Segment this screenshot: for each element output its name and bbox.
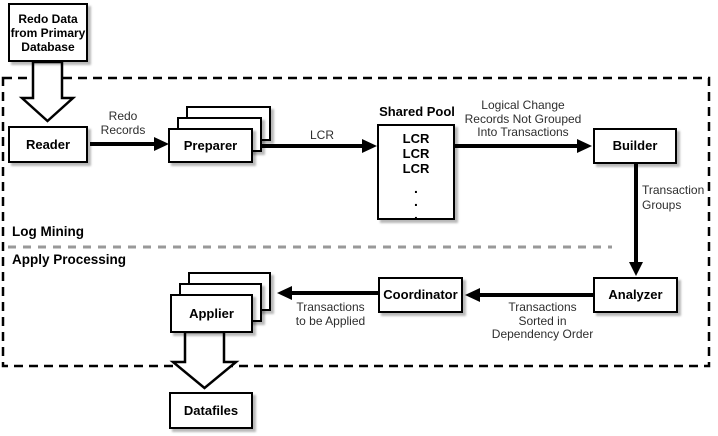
ellipsis-dot: . (414, 206, 418, 222)
lcr-item: LCR (402, 146, 430, 161)
log-mining-section-label: Log Mining (12, 224, 84, 239)
redo-data-flow-hollow-arrow (18, 60, 77, 123)
edge-label-redo-records: Redo Records (100, 109, 146, 137)
ellipsis-dot: . (414, 180, 418, 196)
arrow-analyzer-to-coordinator (465, 288, 593, 302)
arrow-coordinator-to-applier (277, 286, 378, 300)
edge-label-sorted: Transactions Sorted in Dependency Order (491, 300, 594, 341)
arrow-preparer-to-shared-pool (252, 139, 377, 153)
reader-node: Reader (8, 126, 88, 163)
coordinator-node: Coordinator (378, 277, 463, 313)
lcr-item: LCR (402, 131, 430, 146)
preparer-node: Preparer (168, 128, 253, 163)
builder-node: Builder (593, 128, 677, 164)
arrow-builder-to-analyzer (629, 163, 643, 276)
datafiles-node: Datafiles (169, 392, 253, 429)
edge-label-lcr: LCR (309, 128, 334, 142)
analyzer-node: Analyzer (593, 277, 678, 313)
lcr-item: LCR (402, 161, 430, 176)
apply-processing-section-label: Apply Processing (12, 252, 127, 267)
applier-node: Applier (170, 294, 253, 333)
applier-to-datafiles-hollow-arrow (169, 330, 240, 390)
arrow-reader-to-preparer (90, 137, 169, 151)
redo-data-source-box: Redo Data from Primary Database (8, 3, 88, 62)
shared-pool-box: LCR LCR LCR . . . (377, 124, 455, 222)
ellipsis-dot: . (414, 193, 418, 209)
process-boundary-dashed-rect (1, 76, 711, 368)
shared-pool-title: Shared Pool (379, 104, 455, 119)
edge-label-to-be-applied: Transactions to be Applied (295, 300, 366, 328)
edge-label-transaction-groups: Transaction Groups (642, 183, 705, 212)
edge-label-not-grouped: Logical Change Records Not Grouped Into … (464, 98, 582, 139)
arrow-shared-pool-to-builder (455, 139, 592, 153)
